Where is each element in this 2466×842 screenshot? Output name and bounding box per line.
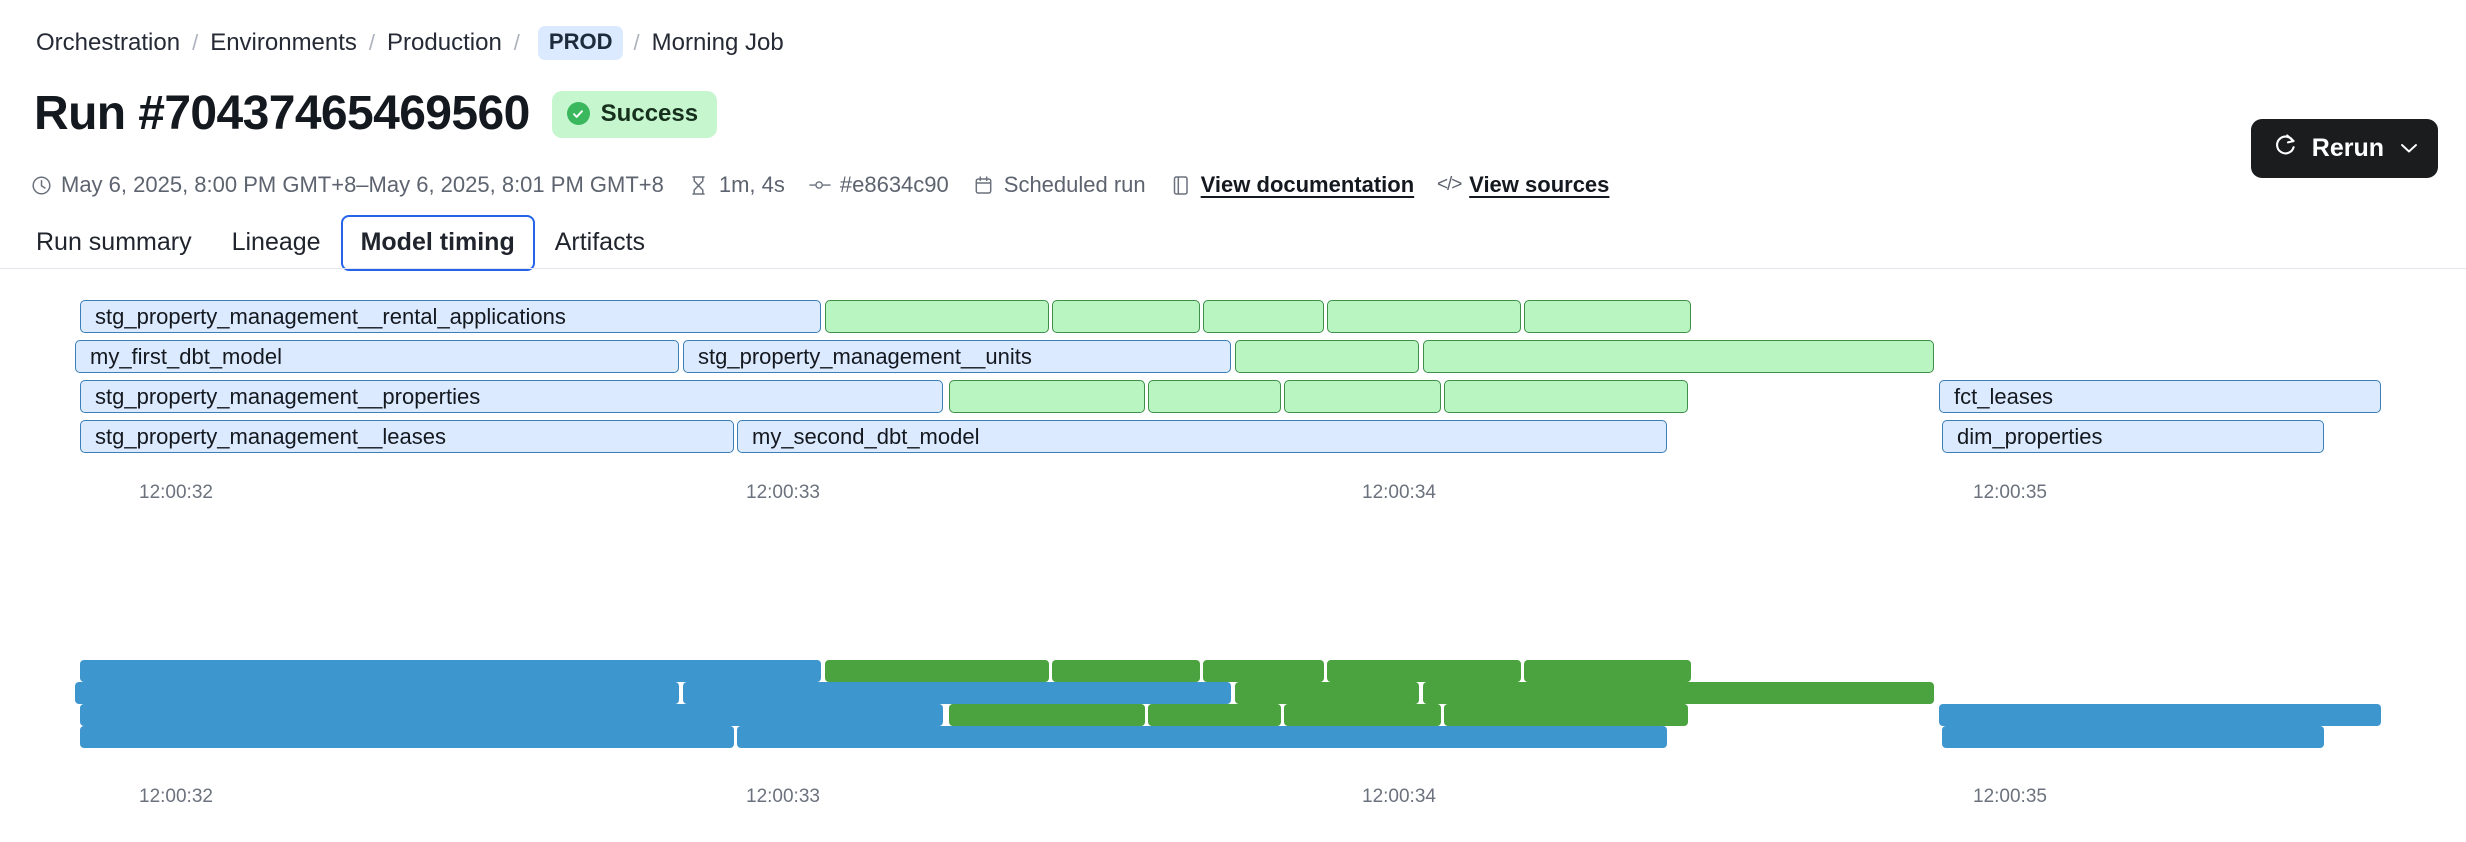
breadcrumb-separator: / bbox=[192, 30, 199, 55]
status-badge-label: Success bbox=[600, 99, 699, 127]
gantt-bar-segment[interactable] bbox=[1444, 380, 1688, 413]
x-axis-tick-label: 12:00:33 bbox=[746, 482, 820, 503]
gantt-bar-segment[interactable] bbox=[949, 704, 1145, 726]
gantt-bar-my_first_dbt_model[interactable]: my_first_dbt_model bbox=[75, 340, 679, 373]
gantt-bar-segment[interactable] bbox=[1203, 300, 1324, 333]
code-icon: </> bbox=[1436, 174, 1462, 195]
gantt-bar-segment[interactable] bbox=[1235, 340, 1419, 373]
meta-sources[interactable]: </> View sources bbox=[1436, 172, 1610, 198]
meta-documentation[interactable]: View documentation bbox=[1170, 172, 1415, 198]
check-circle-icon bbox=[566, 102, 590, 125]
gantt-bar-label: stg_property_management__properties bbox=[95, 383, 481, 409]
gantt-bar-label: fct_leases bbox=[1954, 383, 2054, 409]
hourglass-icon bbox=[688, 174, 710, 196]
x-axis-tick-label: 12:00:34 bbox=[1362, 482, 1436, 503]
gantt-bar-segment[interactable] bbox=[1327, 300, 1521, 333]
gantt-bar-segment[interactable] bbox=[825, 300, 1049, 333]
gantt-bar-label: dim_properties bbox=[1957, 423, 2103, 449]
gantt-bar-segment[interactable] bbox=[1423, 340, 1934, 373]
tab-bar-divider bbox=[0, 268, 2466, 269]
run-metadata: May 6, 2025, 8:00 PM GMT+8–May 6, 2025, … bbox=[30, 172, 1633, 198]
tab-artifacts[interactable]: Artifacts bbox=[554, 228, 646, 256]
rerun-button[interactable]: Rerun bbox=[2250, 119, 2438, 178]
meta-duration: 1m, 4s bbox=[688, 172, 785, 198]
git-commit-icon bbox=[809, 174, 831, 196]
breadcrumb-item-morning-job[interactable]: Morning Job bbox=[651, 29, 784, 56]
gantt-bar-label: stg_property_management__leases bbox=[95, 423, 447, 449]
breadcrumb-separator: / bbox=[513, 30, 520, 55]
gantt-bar-segment[interactable] bbox=[1052, 300, 1200, 333]
breadcrumb-separator: / bbox=[633, 30, 640, 55]
clock-icon bbox=[30, 174, 52, 196]
gantt-bar-stg_property_management__properties[interactable] bbox=[80, 704, 943, 726]
breadcrumb-separator: / bbox=[368, 30, 376, 55]
gantt-bar-segment[interactable] bbox=[1524, 300, 1691, 333]
tab-lineage[interactable]: Lineage bbox=[231, 228, 321, 256]
gantt-bar-my_first_dbt_model[interactable] bbox=[75, 682, 679, 704]
tab-bar: Run summary Lineage Model timing Artifacts bbox=[16, 215, 665, 271]
meta-commit-label: #e8634c90 bbox=[839, 172, 949, 197]
book-icon bbox=[1170, 174, 1192, 196]
gantt-bar-dim_properties[interactable]: dim_properties bbox=[1942, 420, 2324, 453]
gantt-bar-segment[interactable] bbox=[1284, 380, 1441, 413]
gantt-bar-segment[interactable] bbox=[1284, 704, 1441, 726]
calendar-icon bbox=[973, 174, 995, 196]
tab-run-summary[interactable]: Run summary bbox=[36, 228, 192, 256]
gantt-bar-segment[interactable] bbox=[1524, 660, 1691, 682]
x-axis-tick-label: 12:00:34 bbox=[1362, 786, 1436, 807]
gantt-bar-stg_property_management__rental_applications[interactable]: stg_property_management__rental_applicat… bbox=[80, 300, 821, 333]
x-axis-tick-label: 12:00:35 bbox=[1973, 482, 2047, 503]
refresh-icon bbox=[2273, 132, 2298, 164]
gantt-bar-segment[interactable] bbox=[1148, 380, 1281, 413]
breadcrumb-badge-prod: PROD bbox=[537, 26, 624, 60]
gantt-bar-stg_property_management__properties[interactable]: stg_property_management__properties bbox=[80, 380, 943, 413]
meta-timerange: May 6, 2025, 8:00 PM GMT+8–May 6, 2025, … bbox=[30, 172, 664, 198]
breadcrumb-item-production[interactable]: Production bbox=[387, 29, 502, 56]
gantt-bar-my_second_dbt_model[interactable]: my_second_dbt_model bbox=[737, 420, 1667, 453]
gantt-bar-segment[interactable] bbox=[1444, 704, 1688, 726]
x-axis-tick-label: 12:00:32 bbox=[139, 786, 213, 807]
gantt-bar-segment[interactable] bbox=[1327, 660, 1521, 682]
view-sources-link[interactable]: View sources bbox=[1469, 172, 1610, 197]
breadcrumb-item-environments[interactable]: Environments bbox=[210, 29, 357, 56]
gantt-bar-segment[interactable] bbox=[825, 660, 1049, 682]
x-axis-tick-label: 12:00:35 bbox=[1973, 786, 2047, 807]
title-row: Run #70437465469560 Success bbox=[34, 87, 718, 140]
gantt-bar-my_second_dbt_model[interactable] bbox=[737, 726, 1667, 748]
x-axis-tick-label: 12:00:32 bbox=[139, 482, 213, 503]
page-title: Run #70437465469560 bbox=[34, 87, 530, 140]
rerun-button-label: Rerun bbox=[2311, 133, 2384, 162]
gantt-bar-stg_property_management__leases[interactable]: stg_property_management__leases bbox=[80, 420, 734, 453]
gantt-bar-segment[interactable] bbox=[1235, 682, 1419, 704]
gantt-bar-fct_leases[interactable]: fct_leases bbox=[1939, 380, 2381, 413]
gantt-bar-segment[interactable] bbox=[949, 380, 1145, 413]
gantt-bar-segment[interactable] bbox=[1203, 660, 1324, 682]
gantt-bar-label: stg_property_management__units bbox=[698, 343, 1032, 369]
breadcrumb-item-orchestration[interactable]: Orchestration bbox=[36, 29, 181, 56]
gantt-bar-stg_property_management__leases[interactable] bbox=[80, 726, 734, 748]
gantt-bar-segment[interactable] bbox=[1423, 682, 1934, 704]
view-documentation-link[interactable]: View documentation bbox=[1200, 172, 1415, 197]
meta-duration-label: 1m, 4s bbox=[718, 172, 785, 197]
meta-commit: #e8634c90 bbox=[809, 172, 949, 198]
breadcrumb: Orchestration / Environments / Production / PR… bbox=[34, 26, 786, 60]
gantt-bar-segment[interactable] bbox=[1052, 660, 1200, 682]
gantt-bar-segment[interactable] bbox=[1148, 704, 1281, 726]
meta-timerange-label: May 6, 2025, 8:00 PM GMT+8–May 6, 2025, … bbox=[61, 172, 664, 197]
gantt-bar-label: stg_property_management__rental_applicat… bbox=[95, 303, 566, 329]
gantt-bar-stg_property_management__units[interactable]: stg_property_management__units bbox=[683, 340, 1231, 373]
gantt-bar-label: my_first_dbt_model bbox=[90, 343, 282, 369]
status-badge: Success bbox=[551, 90, 718, 138]
gantt-bar-stg_property_management__units[interactable] bbox=[683, 682, 1231, 704]
gantt-bar-dim_properties[interactable] bbox=[1942, 726, 2324, 748]
tab-model-timing[interactable]: Model timing bbox=[340, 215, 535, 271]
meta-trigger: Scheduled run bbox=[973, 172, 1146, 198]
gantt-bar-label: my_second_dbt_model bbox=[752, 423, 980, 449]
meta-trigger-label: Scheduled run bbox=[1003, 172, 1146, 197]
chevron-down-icon[interactable] bbox=[2400, 138, 2418, 159]
gantt-bar-stg_property_management__rental_applications[interactable] bbox=[80, 660, 821, 682]
x-axis-tick-label: 12:00:33 bbox=[746, 786, 820, 807]
gantt-bar-fct_leases[interactable] bbox=[1939, 704, 2381, 726]
